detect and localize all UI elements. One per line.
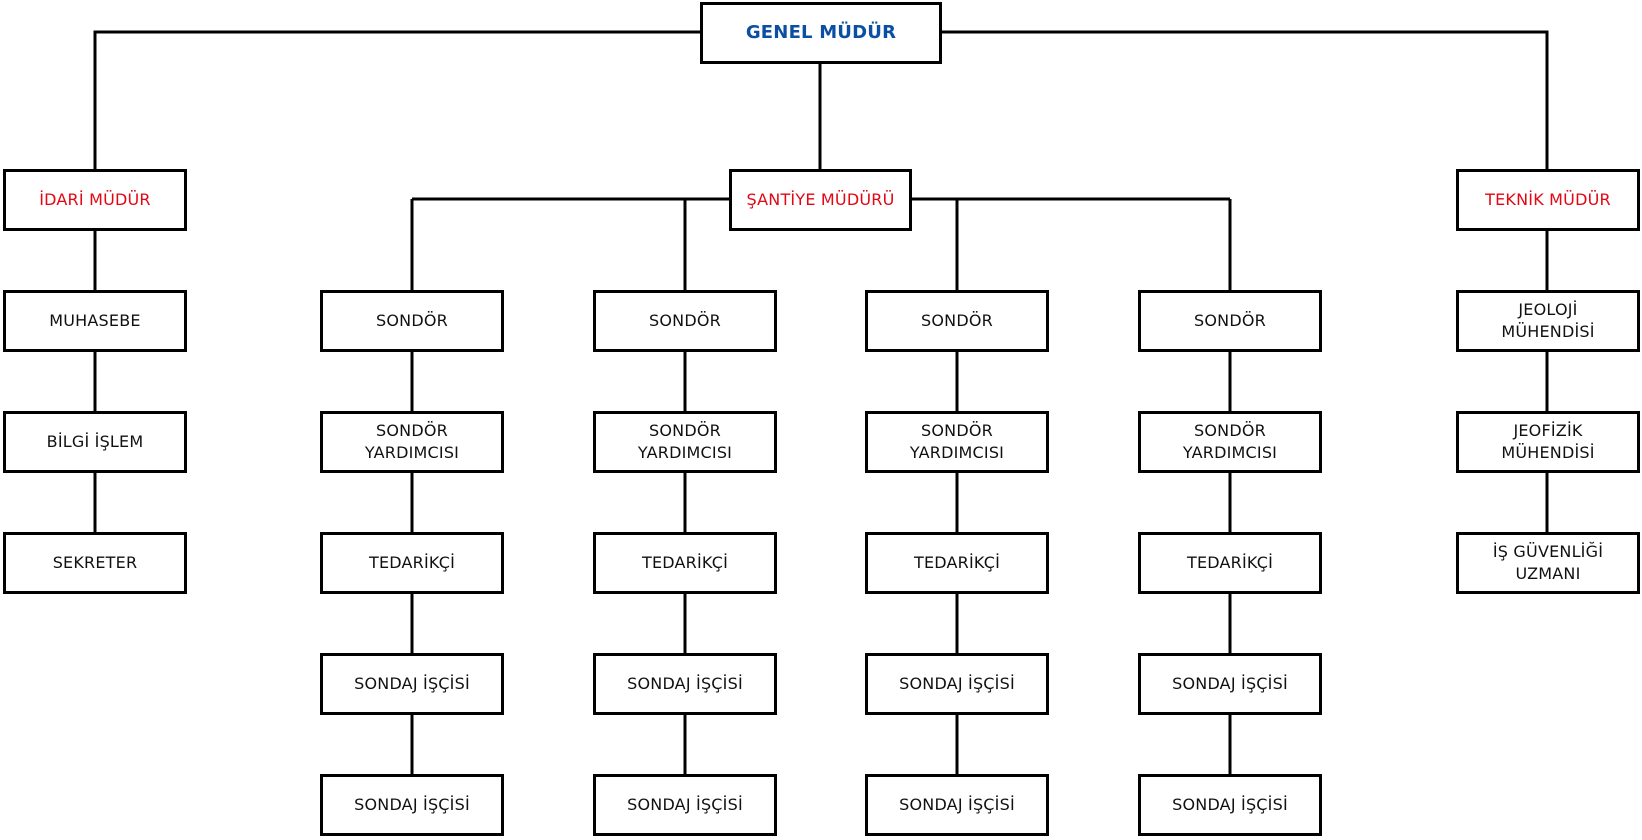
drilling-worker-box: SONDAJ İŞÇİSİ xyxy=(593,774,777,836)
driller-assistant-label: SONDÖR YARDIMCISI xyxy=(909,421,1005,462)
supplier-box: TEDARİKÇİ xyxy=(593,532,777,594)
site-manager-label: ŞANTİYE MÜDÜRÜ xyxy=(746,190,895,209)
driller-assistant-box: SONDÖR YARDIMCISI xyxy=(865,411,1049,473)
supplier-label: TEDARİKÇİ xyxy=(913,553,1000,572)
technical-manager-label: TEKNİK MÜDÜR xyxy=(1485,190,1611,209)
drilling-worker-box: SONDAJ İŞÇİSİ xyxy=(1138,653,1322,715)
driller-box: SONDÖR xyxy=(320,290,504,352)
safety-specialist-box: İŞ GÜVENLİĞİ UZMANI xyxy=(1456,532,1640,594)
driller-box: SONDÖR xyxy=(1138,290,1322,352)
accounting-box: MUHASEBE xyxy=(3,290,187,352)
drilling-worker-box: SONDAJ İŞÇİSİ xyxy=(865,653,1049,715)
driller-label: SONDÖR xyxy=(649,311,721,330)
driller-assistant-label: SONDÖR YARDIMCISI xyxy=(1182,421,1278,462)
safety-specialist-label: İŞ GÜVENLİĞİ UZMANI xyxy=(1492,542,1604,583)
drilling-worker-label: SONDAJ İŞÇİSİ xyxy=(1172,795,1288,814)
secretary-box: SEKRETER xyxy=(3,532,187,594)
it-box: BİLGİ İŞLEM xyxy=(3,411,187,473)
supplier-box: TEDARİKÇİ xyxy=(320,532,504,594)
geology-engineer-label: JEOLOJİ MÜHENDİSİ xyxy=(1501,300,1595,341)
geology-engineer-box: JEOLOJİ MÜHENDİSİ xyxy=(1456,290,1640,352)
accounting-label: MUHASEBE xyxy=(49,311,141,330)
drilling-worker-label: SONDAJ İŞÇİSİ xyxy=(899,795,1015,814)
drilling-worker-label: SONDAJ İŞÇİSİ xyxy=(899,674,1015,693)
drilling-worker-box: SONDAJ İŞÇİSİ xyxy=(320,774,504,836)
driller-label: SONDÖR xyxy=(1194,311,1266,330)
supplier-label: TEDARİKÇİ xyxy=(641,553,728,572)
drilling-worker-box: SONDAJ İŞÇİSİ xyxy=(320,653,504,715)
drilling-worker-label: SONDAJ İŞÇİSİ xyxy=(354,795,470,814)
driller-label: SONDÖR xyxy=(921,311,993,330)
driller-label: SONDÖR xyxy=(376,311,448,330)
driller-assistant-label: SONDÖR YARDIMCISI xyxy=(364,421,460,462)
driller-assistant-box: SONDÖR YARDIMCISI xyxy=(593,411,777,473)
driller-assistant-box: SONDÖR YARDIMCISI xyxy=(1138,411,1322,473)
supplier-label: TEDARİKÇİ xyxy=(368,553,455,572)
drilling-worker-label: SONDAJ İŞÇİSİ xyxy=(627,795,743,814)
secretary-label: SEKRETER xyxy=(52,553,138,572)
general-manager-label: GENEL MÜDÜR xyxy=(745,22,897,43)
it-label: BİLGİ İŞLEM xyxy=(46,432,144,451)
supplier-box: TEDARİKÇİ xyxy=(865,532,1049,594)
technical-manager-box: TEKNİK MÜDÜR xyxy=(1456,169,1640,231)
connector-line xyxy=(93,30,700,170)
admin-manager-box: İDARİ MÜDÜR xyxy=(3,169,187,231)
driller-assistant-box: SONDÖR YARDIMCISI xyxy=(320,411,504,473)
drilling-worker-label: SONDAJ İŞÇİSİ xyxy=(354,674,470,693)
general-manager-box: GENEL MÜDÜR xyxy=(700,2,942,64)
site-manager-box: ŞANTİYE MÜDÜRÜ xyxy=(729,169,912,231)
geophysics-engineer-box: JEOFİZİK MÜHENDİSİ xyxy=(1456,411,1640,473)
drilling-worker-label: SONDAJ İŞÇİSİ xyxy=(627,674,743,693)
supplier-box: TEDARİKÇİ xyxy=(1138,532,1322,594)
geophysics-engineer-label: JEOFİZİK MÜHENDİSİ xyxy=(1501,421,1595,462)
drilling-worker-box: SONDAJ İŞÇİSİ xyxy=(865,774,1049,836)
driller-box: SONDÖR xyxy=(865,290,1049,352)
admin-manager-label: İDARİ MÜDÜR xyxy=(39,190,151,209)
connector-line xyxy=(940,30,1549,170)
drilling-worker-box: SONDAJ İŞÇİSİ xyxy=(593,653,777,715)
supplier-label: TEDARİKÇİ xyxy=(1186,553,1273,572)
driller-box: SONDÖR xyxy=(593,290,777,352)
driller-assistant-label: SONDÖR YARDIMCISI xyxy=(637,421,733,462)
drilling-worker-label: SONDAJ İŞÇİSİ xyxy=(1172,674,1288,693)
drilling-worker-box: SONDAJ İŞÇİSİ xyxy=(1138,774,1322,836)
